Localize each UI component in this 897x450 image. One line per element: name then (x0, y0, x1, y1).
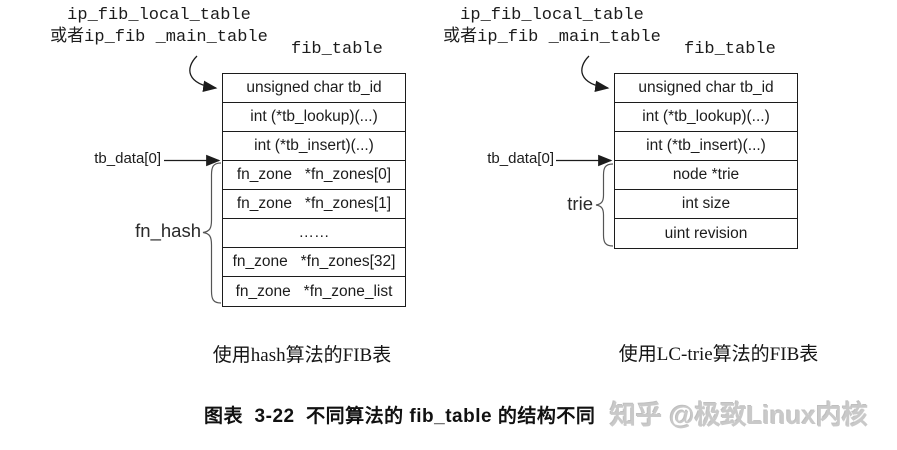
table-row: int size (615, 190, 797, 219)
left-curved-pointer-arrow (189, 55, 218, 92)
fib-table-trie: unsigned char tb_id int (*tb_lookup)(...… (614, 73, 798, 249)
fib-table-hash: unsigned char tb_id int (*tb_lookup)(...… (222, 73, 406, 307)
table-row: int (*tb_lookup)(...) (223, 103, 405, 132)
table-row: uint revision (664, 224, 748, 242)
left-pointer-label-line2: 或者ip_fib _main_table (50, 28, 268, 47)
watermark: 知乎 @极致Linux内核 (610, 400, 868, 430)
right-pointer-label-line2: 或者ip_fib _main_table (443, 28, 661, 47)
right-table-caption: 使用LC-trie算法的FIB表 (618, 344, 819, 365)
right-curved-pointer-arrow (581, 55, 610, 92)
left-tb-data-label: tb_data[0] (94, 150, 161, 167)
table-row: fn_zone *fn_zones[1] (223, 190, 405, 219)
table-row: int (*tb_insert)(...) (615, 132, 797, 161)
right-tb-data-label: tb_data[0] (487, 150, 554, 167)
table-row: fn_zone *fn_zones[0] (223, 161, 405, 190)
fn-hash-brace (202, 162, 222, 304)
left-pointer-label: ip_fib_local_table 或者ip_fib _main_table (40, 5, 278, 49)
table-row: fn_zone *fn_zones[32] (223, 248, 405, 277)
table-row: unsigned char tb_id (223, 74, 405, 103)
right-struct-name: fib_table (684, 40, 776, 59)
trie-label: trie (567, 193, 593, 214)
table-row: int (*tb_lookup)(...) (615, 103, 797, 132)
table-row: node *trie (615, 161, 797, 190)
table-row: fn_zone *fn_zone_list (235, 282, 393, 300)
table-row: …… (223, 219, 405, 248)
trie-brace (595, 163, 614, 247)
left-pointer-label-line1: ip_fib_local_table (67, 6, 251, 25)
table-row: int (*tb_insert)(...) (223, 132, 405, 161)
table-row: unsigned char tb_id (615, 74, 797, 103)
left-table-caption: 使用hash算法的FIB表 (212, 345, 392, 366)
fn-hash-label: fn_hash (135, 220, 201, 241)
right-pointer-label: ip_fib_local_table 或者ip_fib _main_table (433, 5, 671, 49)
figure-caption: 图表 3-22 不同算法的 fib_table 的结构不同 (204, 406, 596, 427)
left-struct-name: fib_table (291, 40, 383, 59)
right-pointer-label-line1: ip_fib_local_table (460, 6, 644, 25)
